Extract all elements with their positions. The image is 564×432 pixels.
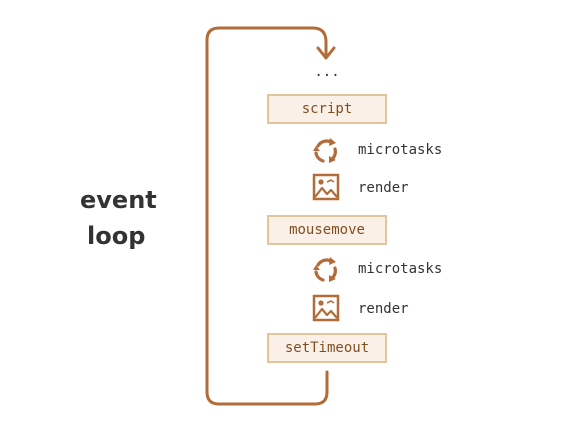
render-label-2: render bbox=[358, 301, 409, 317]
image-icon bbox=[312, 294, 340, 322]
cycle-arrows-icon bbox=[313, 138, 337, 163]
title-line-2: loop bbox=[87, 222, 146, 250]
task-script: script bbox=[267, 94, 387, 124]
render-label-1: render bbox=[358, 180, 409, 196]
task-settimeout: setTimeout bbox=[267, 333, 387, 363]
diagram-title: event loop bbox=[80, 182, 160, 254]
microtasks-label-2: microtasks bbox=[358, 261, 443, 277]
title-line-1: event bbox=[80, 186, 157, 214]
image-icon bbox=[312, 173, 340, 201]
loop-arrowhead bbox=[316, 46, 336, 60]
cycle-arrows-icon bbox=[313, 257, 337, 282]
ellipsis: ... bbox=[314, 64, 340, 80]
task-mousemove: mousemove bbox=[267, 215, 387, 245]
microtasks-label-1: microtasks bbox=[358, 142, 443, 158]
loop-path bbox=[205, 26, 329, 406]
